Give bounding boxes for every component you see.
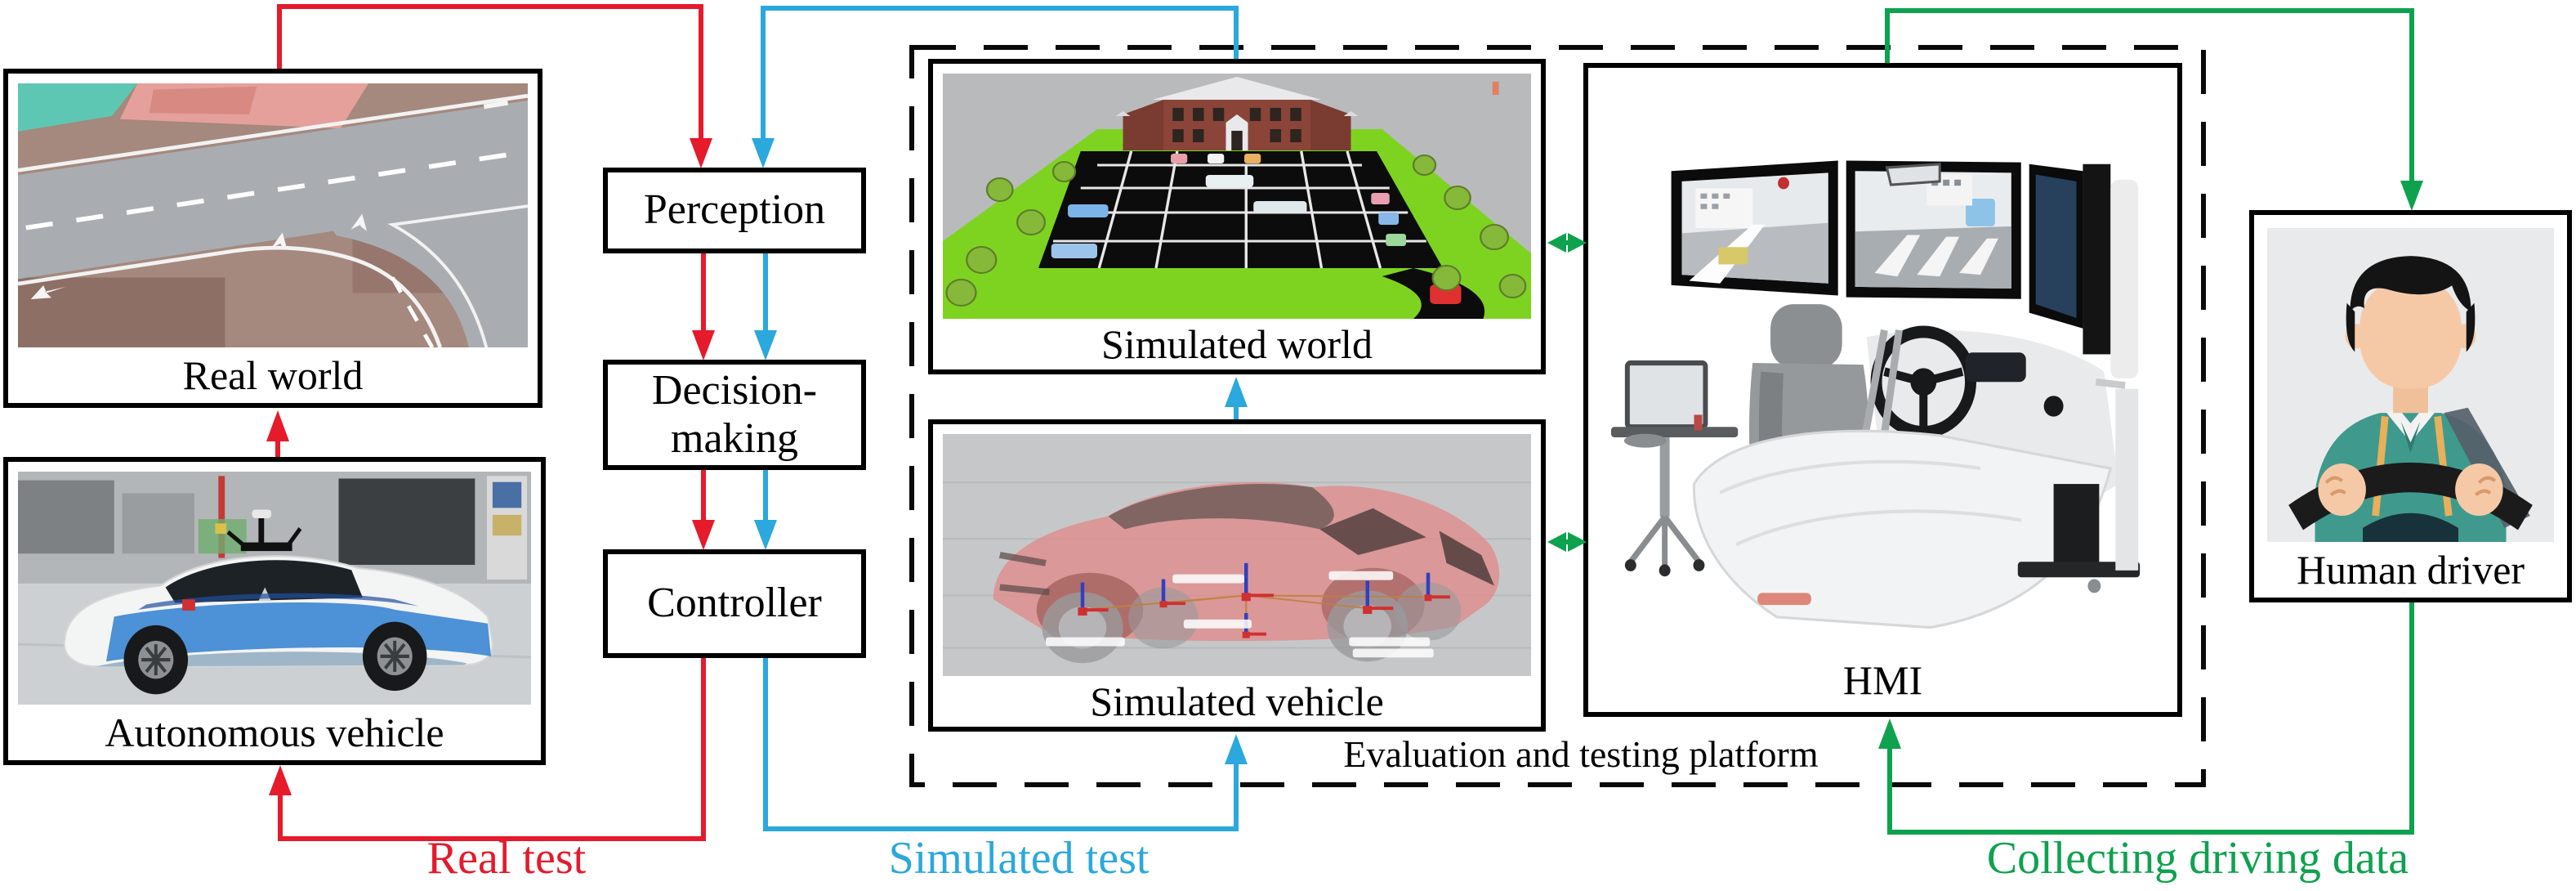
hmi-label: HMI (1842, 657, 1923, 703)
simulated-world-box: Simulated world (928, 59, 1546, 374)
autonomous-car-image (18, 472, 531, 705)
autonomous-vehicle-photo (18, 472, 531, 705)
simulated-test-label: Simulated test (888, 833, 1150, 884)
car-windows (165, 560, 363, 603)
autonomous-vehicle-box: Autonomous vehicle (3, 457, 546, 765)
real-world-label: Real world (182, 352, 364, 398)
simulated-vehicle-label: Simulated vehicle (1090, 678, 1384, 724)
road (18, 100, 528, 280)
arrowhead (692, 520, 715, 550)
decision-to-controller-blue-line (754, 470, 777, 550)
arrowhead (1225, 734, 1248, 764)
human-driver-box: Human driver (2249, 210, 2572, 602)
perception-label: Perception (643, 186, 826, 234)
lane-arrow (271, 232, 288, 264)
real-world-photo (18, 83, 528, 347)
arrowhead (266, 410, 289, 441)
autonomous-vehicle-label: Autonomous vehicle (105, 710, 444, 755)
road-branch (320, 186, 528, 347)
perception-to-decision-red-line (692, 253, 715, 360)
real-test-label: Real test (426, 833, 587, 884)
decision-making-box: Decision- making (603, 360, 866, 470)
human-driver-photo (2267, 228, 2554, 542)
driver-figure (2288, 256, 2533, 542)
decision-to-controller-red-line (692, 470, 715, 550)
arrowhead (1547, 233, 1566, 253)
decision-making-label-line1: Decision- (651, 367, 818, 414)
decision-making-label-line2: making (671, 414, 798, 462)
controller-label: Controller (647, 580, 822, 627)
hmi-photo (1598, 78, 2168, 648)
arrowhead (1547, 532, 1566, 552)
controller-box: Controller (603, 549, 866, 658)
parking-lot (1038, 150, 1443, 269)
simulated-world-hmi-double-arrow (1547, 233, 1587, 253)
simulated-vehicle-photo (943, 434, 1531, 676)
autonomous-vehicle-to-real-world-line (266, 410, 289, 457)
driving-simulator-image (1598, 78, 2168, 648)
teal-field (18, 83, 138, 132)
human-driver-label: Human driver (2296, 547, 2525, 593)
parked-car (1205, 175, 1254, 187)
aerial-road-image (18, 83, 528, 347)
lane-arrow (350, 213, 368, 245)
perception-to-decision-blue-line (754, 253, 777, 360)
arrowhead (269, 765, 292, 795)
simulated-world-photo (943, 74, 1531, 319)
simulated-vehicle-hmi-double-arrow (1547, 532, 1587, 552)
arrowhead (752, 138, 775, 168)
arrowhead (1878, 719, 1901, 749)
red-pillar (218, 476, 225, 558)
driver-illustration (2267, 228, 2554, 542)
arrowhead (2400, 181, 2423, 211)
perception-box: Perception (603, 168, 866, 253)
simulated-vehicle-to-simulated-world-line (1225, 377, 1248, 419)
hmi-box: HMI (1583, 63, 2182, 717)
car (63, 509, 493, 695)
vehicle-model-image (943, 434, 1531, 676)
arrowhead (690, 138, 712, 168)
face (2359, 278, 2462, 389)
real-world-box: Real world (3, 69, 542, 408)
roof-lidar (215, 509, 302, 552)
sky-artifact (1492, 82, 1499, 95)
platform-label: Evaluation and testing platform (1343, 733, 1819, 775)
collecting-driving-data-label: Collecting driving data (1986, 833, 2409, 884)
brand-mark (1757, 593, 1811, 606)
simulated-world-label: Simulated world (1101, 321, 1373, 367)
door-logo (182, 599, 195, 611)
simulated-vehicle-box: Simulated vehicle (928, 419, 1546, 732)
parked-car (1253, 201, 1307, 213)
arrowhead (1225, 377, 1248, 407)
right-hand (2455, 463, 2503, 516)
arrowhead (692, 330, 715, 360)
arrowhead (754, 330, 777, 360)
hair (2350, 256, 2471, 312)
simulation-world-image (943, 74, 1531, 319)
arrowhead (754, 520, 777, 550)
